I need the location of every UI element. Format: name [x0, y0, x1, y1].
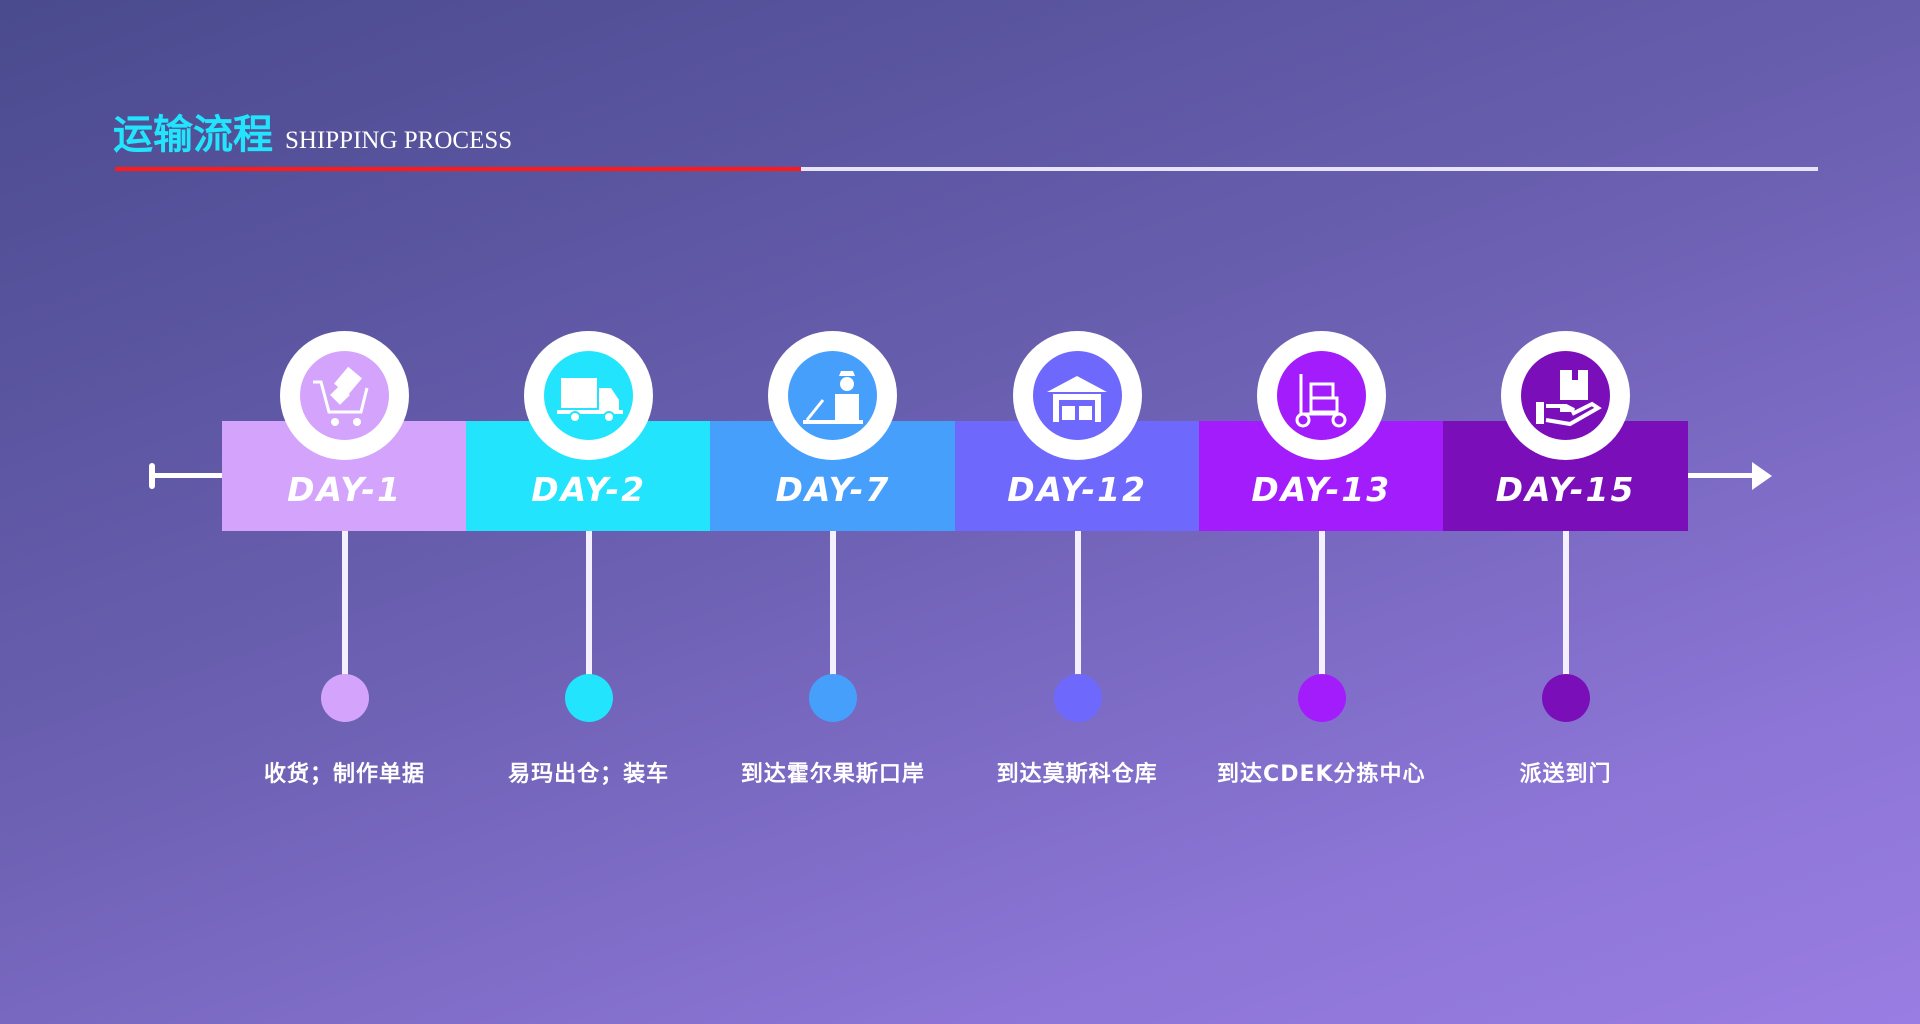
step-description: 易玛出仓；装车: [508, 762, 670, 787]
step-dot: [565, 674, 614, 722]
icon-badge: [524, 331, 654, 460]
step-dot: [321, 674, 369, 722]
step-connector: [586, 531, 593, 677]
step-description: 到达莫斯科仓库: [996, 762, 1158, 787]
step-description: 收货；制作单据: [263, 762, 425, 787]
icon-badge: [1256, 331, 1386, 460]
step-connector: [1318, 531, 1325, 677]
step-description: 到达霍尔果斯口岸: [740, 762, 925, 787]
warehouse-icon: [1047, 375, 1108, 422]
title-underline-accent: [115, 167, 801, 171]
process-step: DAY-15 派送到门: [1443, 0, 1688, 1024]
timeline-start-cap: [149, 463, 155, 489]
step-connector: [830, 531, 837, 677]
day-label: DAY-7: [775, 470, 891, 509]
hand-truck-icon: [1295, 373, 1347, 427]
process-step: DAY-1 收货；制作单据: [222, 0, 467, 1024]
icon-badge-inner: [788, 351, 878, 440]
icon-badge-inner: [300, 351, 389, 440]
step-description: 派送到门: [1519, 762, 1612, 787]
icon-badge: [768, 331, 898, 460]
day-label: DAY-13: [1251, 470, 1392, 509]
title-chinese: 运输流程: [113, 112, 273, 158]
step-connector: [1074, 531, 1081, 677]
step-description: 到达CDEK分拣中心: [1217, 762, 1426, 787]
day-label: DAY-15: [1495, 470, 1636, 509]
process-step: DAY-7 到达霍尔果斯口岸: [710, 0, 956, 1024]
step-dot: [1297, 674, 1346, 722]
step-connector: [342, 531, 348, 677]
day-label: DAY-12: [1007, 470, 1147, 509]
icon-badge-inner: [1032, 351, 1122, 440]
title-underline: [801, 167, 1818, 171]
customs-officer-icon: [802, 370, 863, 424]
day-label: DAY-2: [531, 470, 647, 509]
step-dot: [1542, 674, 1590, 722]
step-connector: [1563, 531, 1569, 677]
icon-badge: [280, 331, 409, 460]
step-dot: [1053, 674, 1102, 722]
icon-badge: [1501, 331, 1630, 460]
package-delivery-icon: [1535, 369, 1602, 426]
title-english: SHIPPING PROCESS: [285, 127, 513, 154]
timeline-arrow-icon: [1752, 462, 1772, 490]
icon-badge-inner: [1276, 351, 1366, 440]
process-step: DAY-12 到达莫斯科仓库: [954, 0, 1200, 1024]
truck-icon: [556, 377, 623, 423]
timeline-start-line: [153, 473, 223, 478]
step-dot: [809, 674, 858, 722]
page-title: 运输流程 SHIPPING PROCESS: [113, 102, 512, 160]
timeline-end-line: [1687, 473, 1757, 478]
shopping-cart-icon: [312, 366, 368, 426]
icon-badge: [1012, 331, 1142, 460]
process-step: DAY-2 易玛出仓；装车: [466, 0, 712, 1024]
icon-badge-inner: [1521, 351, 1610, 440]
icon-badge-inner: [544, 351, 634, 440]
day-label: DAY-1: [287, 470, 402, 509]
process-step: DAY-13 到达CDEK分拣中心: [1198, 0, 1444, 1024]
